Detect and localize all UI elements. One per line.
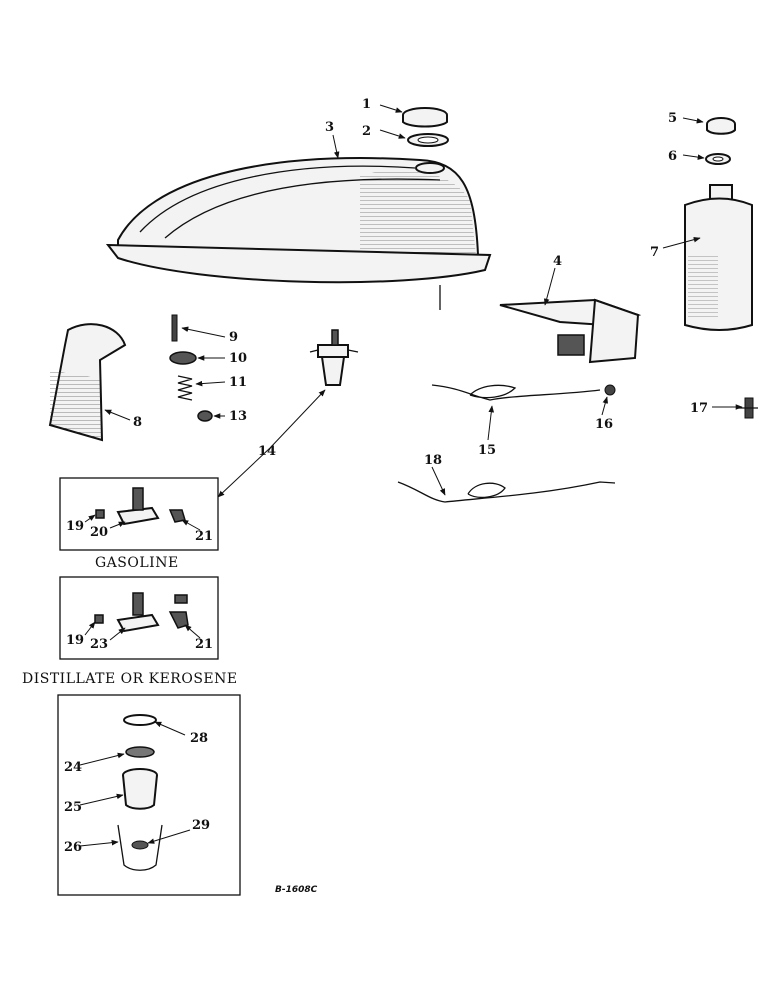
nut	[197, 410, 213, 422]
filler-cap	[402, 107, 448, 128]
plug	[174, 594, 188, 604]
label-14: 14	[258, 444, 276, 459]
fuel-line-18	[397, 481, 616, 503]
label-24: 24	[64, 760, 82, 775]
label-17: 17	[690, 401, 708, 416]
label-5: 5	[668, 111, 677, 126]
label-20: 20	[90, 525, 108, 540]
label-13: 13	[229, 409, 247, 424]
gasket-28	[123, 714, 157, 726]
label-19a: 19	[66, 519, 84, 534]
label-21a: 21	[195, 529, 213, 544]
fitting-17	[738, 397, 758, 419]
washer	[169, 351, 197, 365]
label-9: 9	[229, 330, 238, 345]
stud	[171, 314, 178, 342]
valve-20	[116, 487, 160, 526]
cap-gasket	[407, 133, 449, 147]
label-8: 8	[133, 415, 142, 430]
label-4: 4	[553, 254, 562, 269]
sediment-bowl-assembly	[309, 329, 359, 386]
spring	[177, 375, 193, 401]
elbow-19	[95, 509, 105, 519]
leader-lines	[79, 104, 743, 847]
label-28: 28	[190, 731, 208, 746]
caption-gasoline: GASOLINE	[95, 555, 179, 571]
tank-support	[48, 323, 127, 442]
label-25: 25	[64, 800, 82, 815]
valve-23	[116, 592, 160, 633]
air-cleaner-body	[684, 184, 753, 331]
label-15: 15	[478, 443, 496, 458]
elbow-19b	[94, 614, 104, 624]
label-23: 23	[90, 637, 108, 652]
caption-distillate: DISTILLATE OR KEROSENE	[22, 671, 238, 687]
fuel-line-15	[431, 384, 616, 401]
label-7: 7	[650, 245, 659, 260]
air-cleaner-gasket	[705, 153, 731, 165]
label-2: 2	[362, 124, 371, 139]
tank-bracket	[499, 298, 642, 364]
label-26: 26	[64, 840, 82, 855]
label-18: 18	[424, 453, 442, 468]
part-labels: 1 2 3 4 5 6 7 8 9 10 11 13 14 15 16 17 1…	[64, 97, 708, 855]
label-19b: 19	[66, 633, 84, 648]
distillate-box	[59, 576, 219, 660]
drawing-reference: B-1608C	[275, 885, 318, 895]
label-10: 10	[229, 351, 247, 366]
label-16: 16	[595, 417, 613, 432]
label-21b: 21	[195, 637, 213, 652]
label-3: 3	[325, 120, 334, 135]
label-11: 11	[229, 375, 247, 390]
air-cleaner-cap	[706, 117, 736, 135]
fuel-tank	[105, 157, 492, 310]
bowl-25	[122, 768, 158, 810]
bowl-parts-box	[57, 694, 241, 896]
gasket-24	[125, 746, 155, 758]
bail-26	[117, 824, 163, 871]
label-29: 29	[192, 818, 210, 833]
label-6: 6	[668, 149, 677, 164]
label-1: 1	[362, 97, 371, 112]
gasoline-box	[59, 477, 219, 551]
